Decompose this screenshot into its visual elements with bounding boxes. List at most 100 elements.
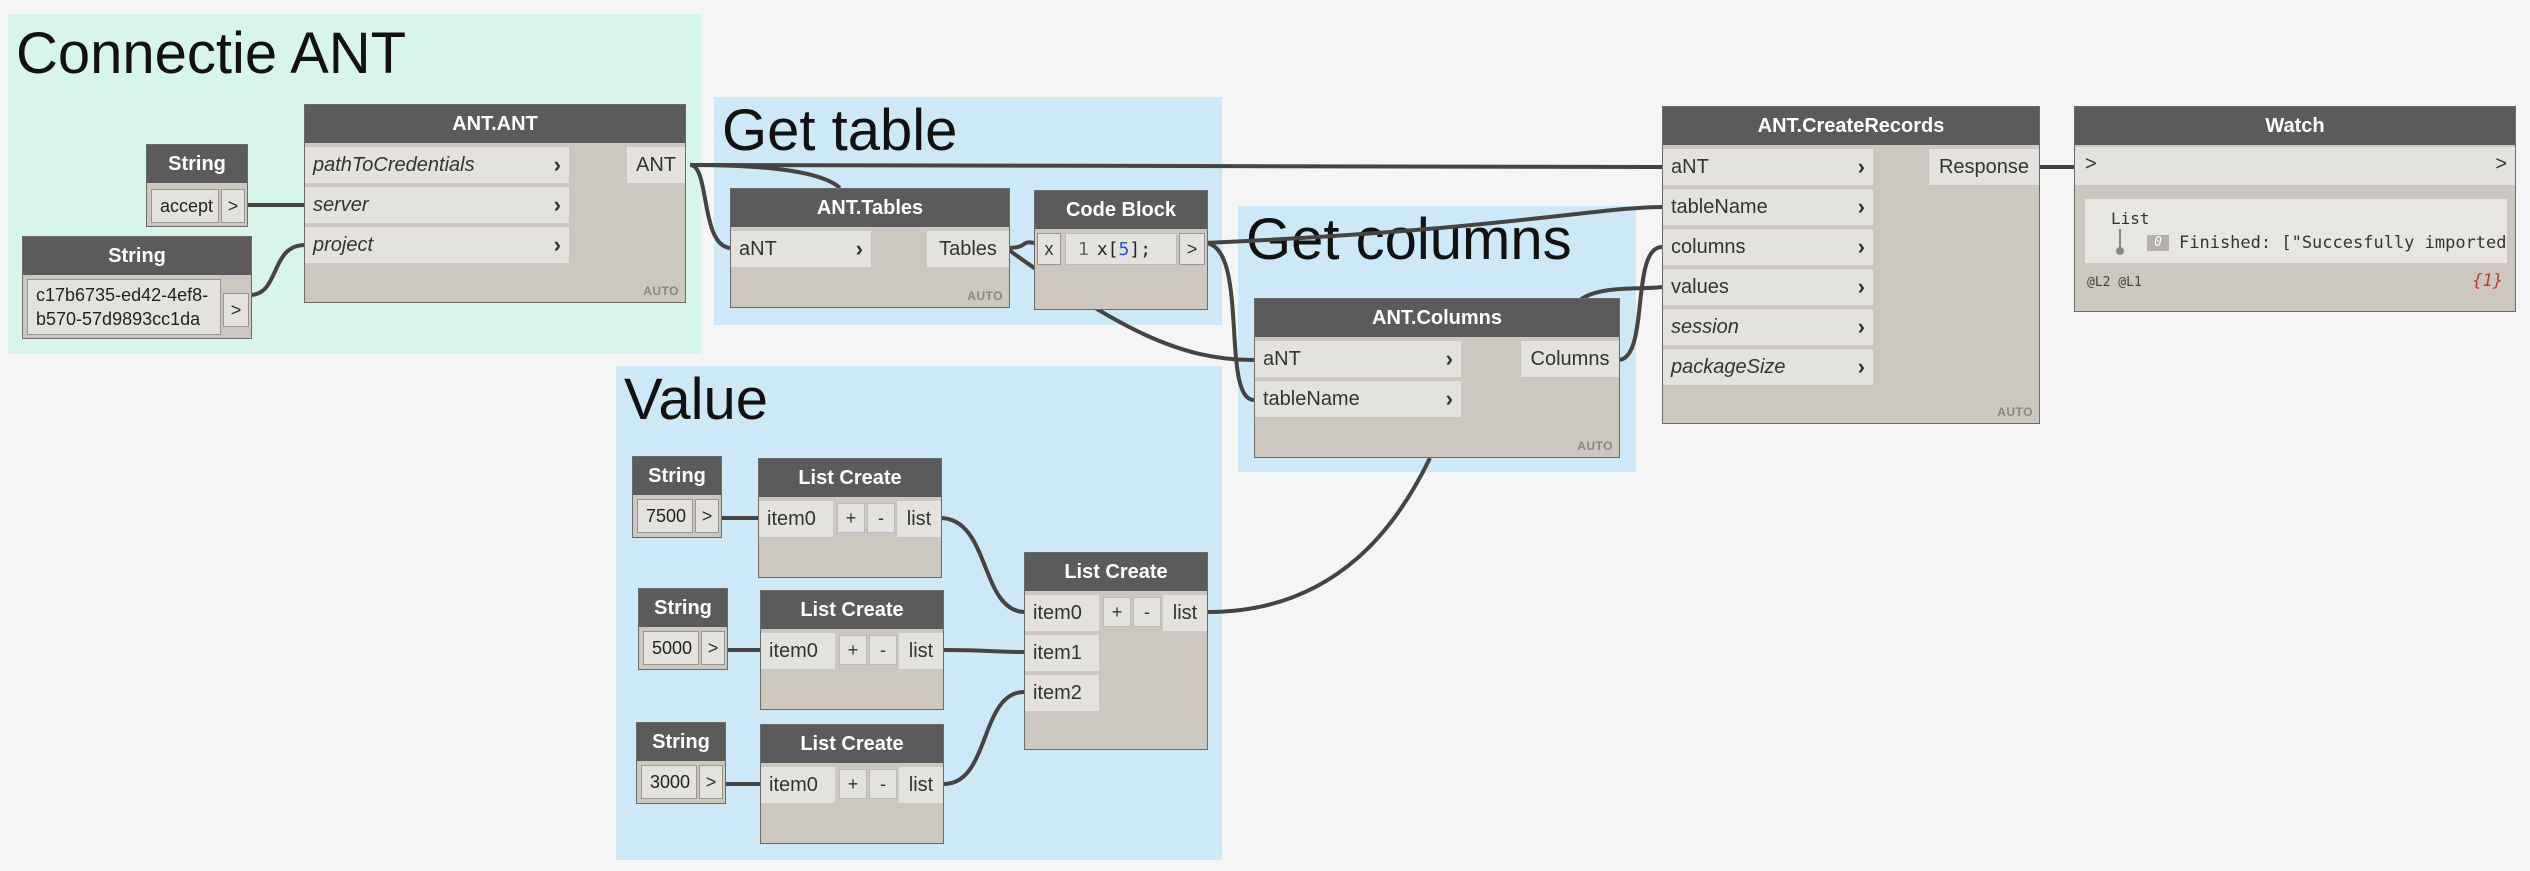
code-block-node[interactable]: Code Block x 1 x[5]; >	[1034, 190, 1208, 310]
add-input-button[interactable]: +	[837, 503, 865, 533]
input-port-project[interactable]: project›	[305, 227, 569, 263]
input-port-server[interactable]: server›	[305, 187, 569, 223]
port-label: server	[313, 193, 369, 216]
line-number: 1	[1078, 238, 1089, 260]
string-node-3000[interactable]: String 3000 >	[636, 722, 726, 804]
output-port-Columns[interactable]: Columns	[1521, 341, 1619, 377]
ant-ant-node[interactable]: ANT.ANT pathToCredentials› server› proje…	[304, 104, 686, 303]
watch-tree-view[interactable]: List 0 Finished: ["Succesfully imported	[2085, 199, 2507, 263]
node-header: String	[633, 457, 721, 495]
port-label: tableName	[1671, 195, 1768, 218]
node-header: String	[23, 237, 251, 275]
string-node-7500[interactable]: String 7500 >	[632, 456, 722, 538]
output-port-list[interactable]: list	[899, 767, 943, 803]
tree-connector	[2119, 229, 2121, 251]
list-create-node-1[interactable]: List Create item0 + - list	[758, 458, 942, 578]
remove-input-button[interactable]: -	[1133, 597, 1161, 627]
input-port-item0[interactable]: item0	[761, 767, 835, 803]
input-port-session[interactable]: session›	[1663, 309, 1873, 345]
add-input-button[interactable]: +	[839, 635, 867, 665]
input-port-columns[interactable]: columns›	[1663, 229, 1873, 265]
input-port-aNT[interactable]: aNT ›	[1663, 149, 1873, 185]
ant-columns-node[interactable]: ANT.Columns aNT› tableName› Columns AUTO	[1254, 298, 1620, 458]
remove-input-button[interactable]: -	[869, 635, 897, 665]
list-create-node-3[interactable]: List Create item0 + - list	[760, 724, 944, 844]
input-port-aNT[interactable]: aNT›	[731, 231, 871, 267]
input-port-tableName[interactable]: tableName ›	[1663, 189, 1873, 225]
port-label: aNT	[739, 237, 777, 260]
string-node-guid[interactable]: String c17b6735-ed42-4ef8- b570-57d9893c…	[22, 236, 252, 339]
lacing-indicator[interactable]: AUTO	[1997, 405, 2033, 419]
remove-input-button[interactable]: -	[867, 503, 895, 533]
port-label: item2	[1033, 681, 1082, 704]
input-port-aNT[interactable]: aNT›	[1255, 341, 1461, 377]
output-port[interactable]: >	[695, 499, 719, 533]
chevron-right-icon: ›	[1857, 194, 1865, 219]
wire	[1207, 457, 1432, 614]
input-port-x[interactable]: x	[1037, 233, 1061, 265]
node-header: Watch	[2075, 107, 2515, 145]
code-editor[interactable]: 1 x[5];	[1065, 233, 1177, 265]
string-node-5000[interactable]: String 5000 >	[638, 588, 728, 670]
string-node-accept[interactable]: String accept >	[146, 144, 248, 227]
output-port[interactable]: >	[1179, 233, 1205, 265]
chevron-right-icon: ›	[1857, 154, 1865, 179]
input-port[interactable]: >	[2085, 153, 2097, 175]
chevron-right-icon: ›	[553, 232, 561, 257]
add-input-button[interactable]: +	[839, 769, 867, 799]
output-port-list[interactable]: list	[897, 501, 941, 537]
input-port-item0[interactable]: item0	[1025, 595, 1099, 631]
watch-list-label: List	[2111, 209, 2150, 228]
input-port-item1[interactable]: item1	[1025, 635, 1099, 671]
watch-node[interactable]: Watch > > List 0 Finished: ["Succesfully…	[2074, 106, 2516, 312]
input-port-item2[interactable]: item2	[1025, 675, 1099, 711]
string-value-field[interactable]: accept	[151, 189, 219, 223]
list-create-node-2[interactable]: List Create item0 + - list	[760, 590, 944, 710]
output-port[interactable]: >	[221, 189, 245, 223]
string-value-field[interactable]: 3000	[641, 765, 697, 799]
lacing-indicator[interactable]: AUTO	[1577, 439, 1613, 453]
wire	[943, 648, 1025, 654]
wire	[249, 243, 306, 297]
lacing-indicator[interactable]: AUTO	[643, 284, 679, 298]
add-input-button[interactable]: +	[1103, 597, 1131, 627]
string-value-field[interactable]: 5000	[643, 631, 699, 665]
string-value-line: b570-57d9893cc1da	[36, 309, 201, 329]
wire	[1203, 241, 1255, 402]
output-port-Response[interactable]: Response	[1929, 149, 2039, 185]
output-port-list[interactable]: list	[899, 633, 943, 669]
output-port[interactable]: >	[699, 765, 723, 799]
ant-createrecords-node[interactable]: ANT.CreateRecords aNT› tableName› column…	[1662, 106, 2040, 424]
chevron-right-icon: ›	[553, 152, 561, 177]
string-value-field[interactable]: c17b6735-ed42-4ef8- b570-57d9893cc1da	[27, 279, 221, 335]
output-port[interactable]: >	[2495, 153, 2507, 175]
port-label: item0	[769, 639, 818, 662]
input-port-item0[interactable]: item0	[759, 501, 833, 537]
wire	[689, 163, 842, 190]
node-header: Code Block	[1035, 191, 1207, 229]
input-port-values[interactable]: values›	[1663, 269, 1873, 305]
watch-levels[interactable]: @L2 @L1	[2087, 275, 2142, 290]
list-create-node-main[interactable]: List Create item0 item1 item2 + - list	[1024, 552, 1208, 750]
input-port-packageSize[interactable]: packageSize›	[1663, 349, 1873, 385]
output-port[interactable]: >	[701, 631, 725, 665]
output-port-Tables[interactable]: Tables	[927, 231, 1009, 267]
input-port-tableName[interactable]: tableName›	[1255, 381, 1461, 417]
node-header: String	[639, 589, 727, 627]
ant-tables-node[interactable]: ANT.Tables aNT› Tables AUTO	[730, 188, 1010, 308]
remove-input-button[interactable]: -	[869, 769, 897, 799]
port-label: item0	[769, 773, 818, 796]
chevron-right-icon: ›	[1445, 386, 1453, 411]
wire	[689, 163, 731, 250]
output-port[interactable]: >	[223, 293, 249, 327]
lacing-indicator[interactable]: AUTO	[967, 289, 1003, 303]
output-port-list[interactable]: list	[1163, 595, 1207, 631]
string-value-field[interactable]: 7500	[637, 499, 693, 533]
input-port-item0[interactable]: item0	[761, 633, 835, 669]
port-label: aNT	[1671, 155, 1709, 178]
input-port-pathToCredentials[interactable]: pathToCredentials ›	[305, 147, 569, 183]
output-port-ANT[interactable]: ANT	[627, 147, 685, 183]
node-header: List Create	[759, 459, 941, 497]
port-label: pathToCredentials	[313, 153, 475, 176]
group-title: Value	[624, 367, 769, 432]
